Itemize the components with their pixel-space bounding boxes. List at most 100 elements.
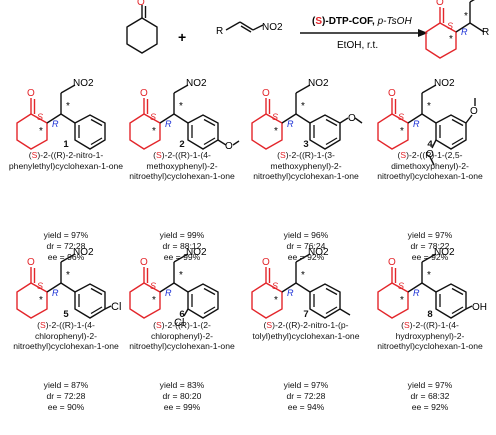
- svg-text:NO2: NO2: [73, 247, 94, 258]
- cyclohexanone-reactant: O: [126, 0, 158, 54]
- compound-ee: ee = 90%: [47, 401, 85, 412]
- compound-ee: ee = 99%: [163, 251, 201, 262]
- svg-text:NO2: NO2: [73, 78, 94, 89]
- compound-ee: ee = 99%: [163, 401, 201, 412]
- svg-text:*: *: [179, 101, 183, 112]
- conditions-label: EtOH, r.t.: [337, 40, 378, 51]
- compound-name: (S)-2-((R)-1-(2,5-dimethoxyphenyl)-2-nit…: [377, 150, 483, 182]
- svg-text:NO2: NO2: [308, 78, 329, 89]
- compound-name: (S)-2-((R)-1-(2-chlorophenyl)-2-nitroeth…: [129, 320, 235, 352]
- svg-text:O: O: [470, 106, 478, 117]
- svg-text:O: O: [262, 88, 270, 99]
- reactant-oxygen-label: O: [137, 0, 145, 8]
- structure-1: O NO2 S R * *: [16, 78, 106, 150]
- svg-text:*: *: [427, 270, 431, 281]
- svg-text:NO2: NO2: [186, 78, 207, 89]
- svg-text:O: O: [388, 257, 396, 268]
- svg-text:O: O: [348, 113, 356, 124]
- svg-text:O: O: [225, 141, 233, 152]
- svg-text:*: *: [427, 101, 431, 112]
- compound-name: (S)-2-((R)-1-(4-methoxyphenyl)-2-nitroet…: [129, 150, 235, 182]
- svg-text:*: *: [274, 295, 278, 306]
- compound-number: 3: [303, 139, 309, 150]
- svg-text:S: S: [398, 112, 404, 122]
- svg-text:R: R: [52, 288, 59, 298]
- svg-text:O: O: [426, 149, 434, 160]
- svg-text:S: S: [398, 281, 404, 291]
- compound-yield: yield = 97%: [283, 380, 329, 390]
- structure-6: O NO2 S R * * Cl: [129, 247, 219, 329]
- svg-text:R: R: [413, 119, 420, 129]
- svg-text:R: R: [413, 288, 420, 298]
- compound-6-label: 6(S)-2-((R)-1-(2-chlorophenyl)-2-nitroet…: [124, 309, 240, 352]
- svg-text:*: *: [179, 270, 183, 281]
- svg-text:*: *: [400, 295, 404, 306]
- svg-text:R: R: [482, 27, 489, 38]
- svg-text:S: S: [37, 281, 43, 291]
- compound-7-label: 7(S)-2-((R)-2-nitro-1-(p-tolyl)ethyl)cyc…: [248, 309, 364, 341]
- compound-4-label: 4(S)-2-((R)-1-(2,5-dimethoxyphenyl)-2-ni…: [372, 139, 488, 182]
- svg-text:NO2: NO2: [308, 247, 329, 258]
- compound-name: (S)-2-((R)-2-nitro-1-(p-tolyl)ethyl)cycl…: [252, 320, 360, 341]
- compound-name: (S)-2-((R)-1-(3-methoxyphenyl)-2-nitroet…: [253, 150, 359, 182]
- svg-text:*: *: [274, 126, 278, 137]
- reagent-nitro-label: NO2: [262, 22, 283, 33]
- svg-text:*: *: [464, 11, 468, 22]
- compound-dr: dr = 80:20: [162, 390, 202, 401]
- compound-dr: dr = 78:22: [410, 240, 450, 251]
- svg-text:Cl: Cl: [174, 317, 184, 329]
- structure-2: O NO2 S R * * O: [129, 78, 240, 152]
- compound-2-label: 2(S)-2-((R)-1-(4-methoxyphenyl)-2-nitroe…: [124, 139, 240, 182]
- svg-text:*: *: [301, 101, 305, 112]
- svg-text:O: O: [388, 88, 396, 99]
- compound-number: 8: [427, 309, 433, 320]
- compound-5-label: 5(S)-2-((R)-1-(4-chlorophenyl)-2-nitroet…: [8, 309, 124, 352]
- compound-yield: yield = 97%: [407, 380, 453, 390]
- compound-yield: yield = 96%: [283, 230, 329, 240]
- svg-text:O: O: [27, 257, 35, 268]
- structure-4: O NO2 S R * * O O: [377, 78, 478, 166]
- structure-7: O NO2 S R * *: [251, 247, 351, 319]
- compound-number: 5: [63, 309, 69, 320]
- compound-dr: dr = 72:28: [46, 240, 86, 251]
- compound-name: (S)-2-((R)-1-(4-chlorophenyl)-2-nitroeth…: [13, 320, 119, 352]
- structure-3: O NO2 S R * * O: [251, 78, 363, 150]
- reagent-r-label: R: [216, 26, 223, 37]
- svg-text:O: O: [140, 257, 148, 268]
- compound-ee: ee = 92%: [411, 251, 449, 262]
- structure-8: O NO2 S R * * OH: [377, 247, 487, 319]
- compound-name: (S)-2-((R)-2-nitro-1-phenylethyl)cyclohe…: [8, 150, 124, 171]
- compound-yield: yield = 87%: [43, 380, 89, 390]
- svg-text:*: *: [152, 126, 156, 137]
- compound-number: 7: [303, 309, 309, 320]
- svg-text:S: S: [150, 281, 156, 291]
- nitroalkene-reactant: R NO2: [216, 21, 283, 37]
- compound-3-label: 3(S)-2-((R)-1-(3-methoxyphenyl)-2-nitroe…: [248, 139, 364, 182]
- compound-dr: dr = 72:28: [46, 390, 86, 401]
- compound-name: (S)-2-((R)-1-(4-hydroxyphenyl)-2-nitroet…: [377, 320, 483, 352]
- compound-1-label: 1(S)-2-((R)-2-nitro-1-phenylethyl)cycloh…: [8, 139, 124, 171]
- catalyst-label: (S)-DTP-COF, p-TsOH: [312, 16, 412, 27]
- svg-text:*: *: [66, 270, 70, 281]
- svg-text:O: O: [262, 257, 270, 268]
- svg-text:S: S: [37, 112, 43, 122]
- svg-text:*: *: [400, 126, 404, 137]
- svg-text:*: *: [449, 34, 453, 45]
- svg-text:R: R: [287, 119, 294, 129]
- svg-text:O: O: [27, 88, 35, 99]
- svg-text:OH: OH: [472, 302, 487, 313]
- compound-yield: yield = 83%: [159, 380, 205, 390]
- compound-8-label: 8(S)-2-((R)-1-(4-hydroxyphenyl)-2-nitroe…: [372, 309, 488, 352]
- svg-text:S: S: [272, 112, 278, 122]
- svg-text:Cl: Cl: [111, 301, 121, 313]
- compound-ee: ee = 94%: [287, 401, 325, 412]
- compound-number: 4: [427, 139, 433, 150]
- svg-text:R: R: [461, 27, 468, 37]
- svg-text:*: *: [39, 295, 43, 306]
- compound-number: 2: [179, 139, 185, 150]
- svg-text:NO2: NO2: [186, 247, 207, 258]
